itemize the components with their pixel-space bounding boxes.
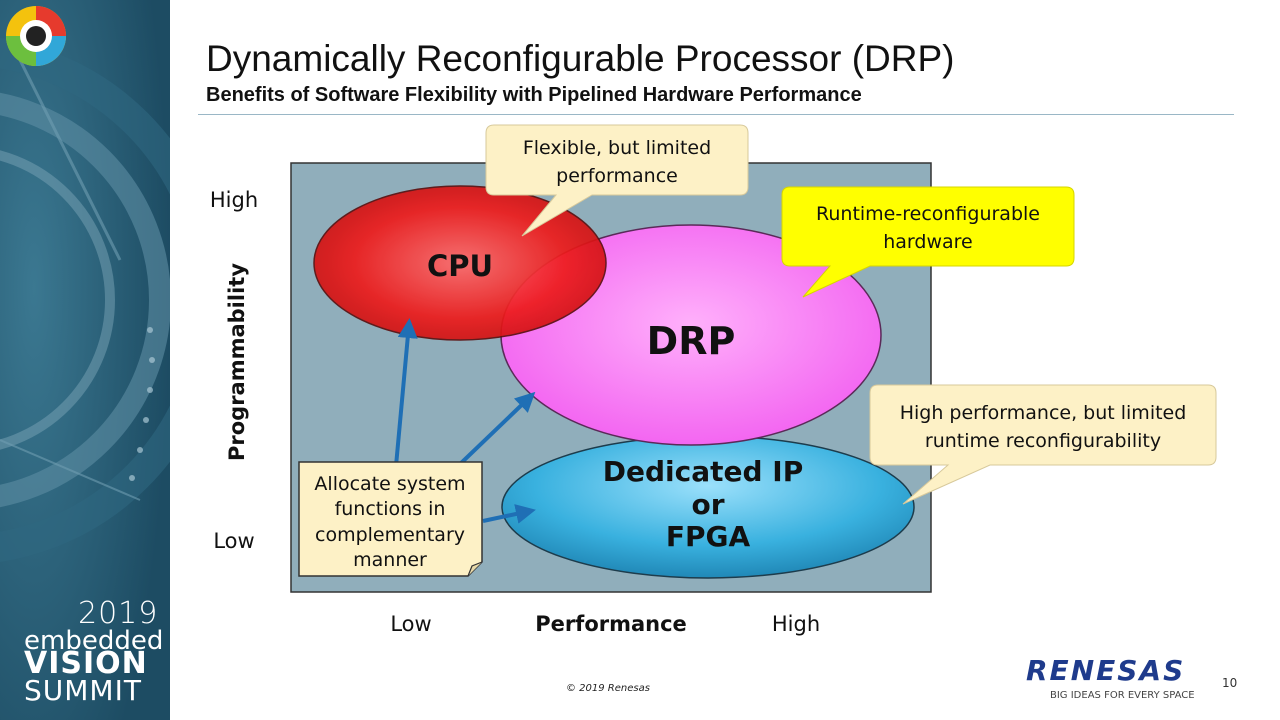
drp-callout: Runtime-reconfigurable hardware <box>781 186 1075 298</box>
y-axis-title: Programmability <box>225 263 249 461</box>
cpu-label: CPU <box>427 249 493 283</box>
arrow-to-cpu <box>394 318 418 467</box>
drp-callout-line1: Runtime-reconfigurable <box>816 203 1040 225</box>
x-axis-low-label: Low <box>390 612 431 636</box>
page-number: 10 <box>1222 676 1238 690</box>
drp-label: DRP <box>647 319 736 363</box>
title-divider <box>198 114 1234 115</box>
event-name-line1: embedded <box>24 626 164 656</box>
event-name-line3: SUMMIT <box>24 674 142 707</box>
y-axis-low-label: Low <box>213 529 254 553</box>
company-logo: RENESAS <box>1026 654 1186 687</box>
dedicated-ip-label-line2: or <box>691 488 724 521</box>
sidebar-decoration <box>0 0 170 720</box>
event-year: 2019 <box>78 596 159 631</box>
note-line4: manner <box>353 549 427 571</box>
x-axis-title: Performance <box>535 612 687 636</box>
event-sidebar: 2019 embedded VISION SUMMIT <box>0 0 170 720</box>
arrow-to-drp <box>456 391 536 468</box>
y-axis-high-label: High <box>210 188 258 212</box>
dedicated-callout: High performance, but limited runtime re… <box>869 384 1217 505</box>
note-line1: Allocate system <box>314 473 465 495</box>
slide-subtitle: Benefits of Software Flexibility with Pi… <box>206 84 862 106</box>
copyright-footer: © 2019 Renesas <box>566 683 650 694</box>
note-line2: functions in <box>335 498 446 520</box>
allocation-note: Allocate system functions in complementa… <box>298 461 483 577</box>
dedicated-callout-line1: High performance, but limited <box>900 402 1187 424</box>
company-tagline: BIG IDEAS FOR EVERY SPACE <box>1050 690 1195 701</box>
arrow-to-dedicated <box>482 504 536 524</box>
cpu-callout-line2: performance <box>556 165 678 187</box>
cpu-callout: Flexible, but limited performance <box>485 124 749 237</box>
note-line3: complementary <box>315 524 465 546</box>
x-axis-high-label: High <box>772 612 820 636</box>
dedicated-ip-label-line3: FPGA <box>666 520 751 553</box>
drp-callout-line2: hardware <box>883 231 973 253</box>
slide-title: Dynamically Reconfigurable Processor (DR… <box>206 38 955 79</box>
dedicated-callout-line2: runtime reconfigurability <box>925 430 1161 452</box>
cpu-callout-line1: Flexible, but limited <box>523 137 711 159</box>
event-logo-icon <box>6 6 66 66</box>
dedicated-ip-label-line1: Dedicated IP <box>603 455 803 488</box>
event-name-line2: VISION <box>24 646 148 681</box>
